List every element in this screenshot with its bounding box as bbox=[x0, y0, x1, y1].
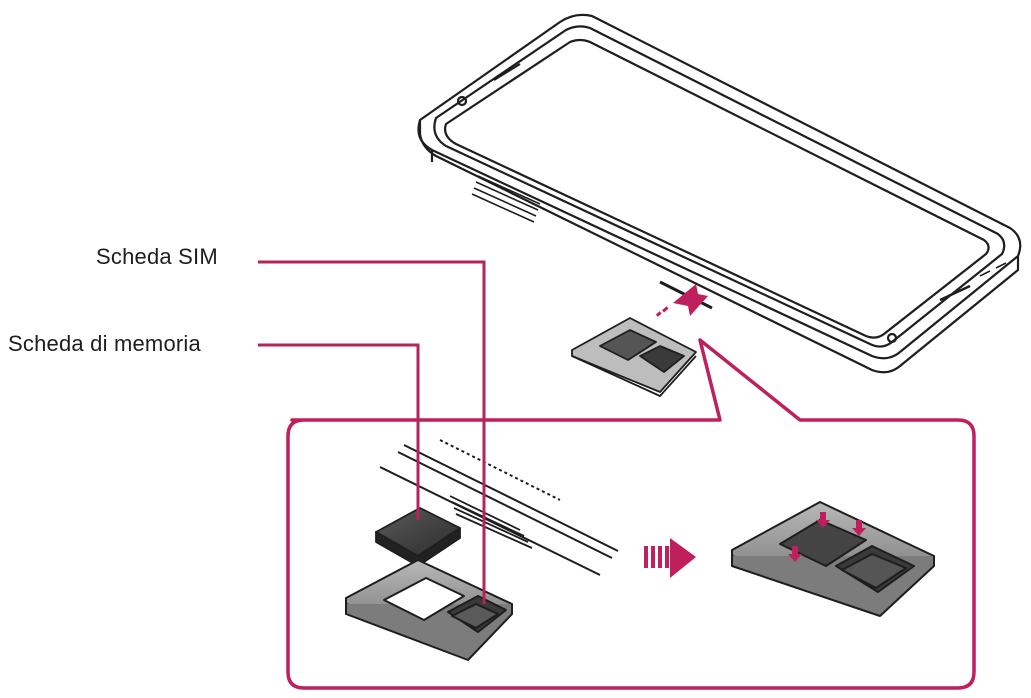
front-camera bbox=[456, 95, 468, 107]
leader-sim bbox=[258, 260, 486, 604]
phone-inner-bezel bbox=[433, 25, 1006, 348]
insert-arrow-top bbox=[655, 284, 708, 317]
memory-card bbox=[375, 507, 461, 567]
small-tray bbox=[571, 317, 697, 397]
label-memory-card: Scheda di memoria bbox=[8, 331, 201, 356]
phone bbox=[417, 13, 1022, 374]
leader-memory bbox=[258, 343, 420, 520]
insert-arrow-right bbox=[644, 538, 696, 578]
tray-right bbox=[731, 501, 935, 617]
tray-left bbox=[345, 559, 513, 661]
headphone-jack bbox=[886, 332, 898, 344]
phone-outer-frame bbox=[417, 13, 1022, 360]
usb-port bbox=[939, 284, 971, 302]
leader-lines bbox=[258, 260, 486, 604]
callout-frame bbox=[286, 338, 976, 690]
phone-screen bbox=[444, 38, 990, 339]
label-sim-card: Scheda SIM bbox=[96, 244, 218, 269]
phone-side-edge bbox=[418, 120, 1020, 374]
phone-side-vents bbox=[471, 175, 541, 223]
tray-right-arrows bbox=[788, 512, 866, 562]
earpiece bbox=[493, 63, 521, 81]
